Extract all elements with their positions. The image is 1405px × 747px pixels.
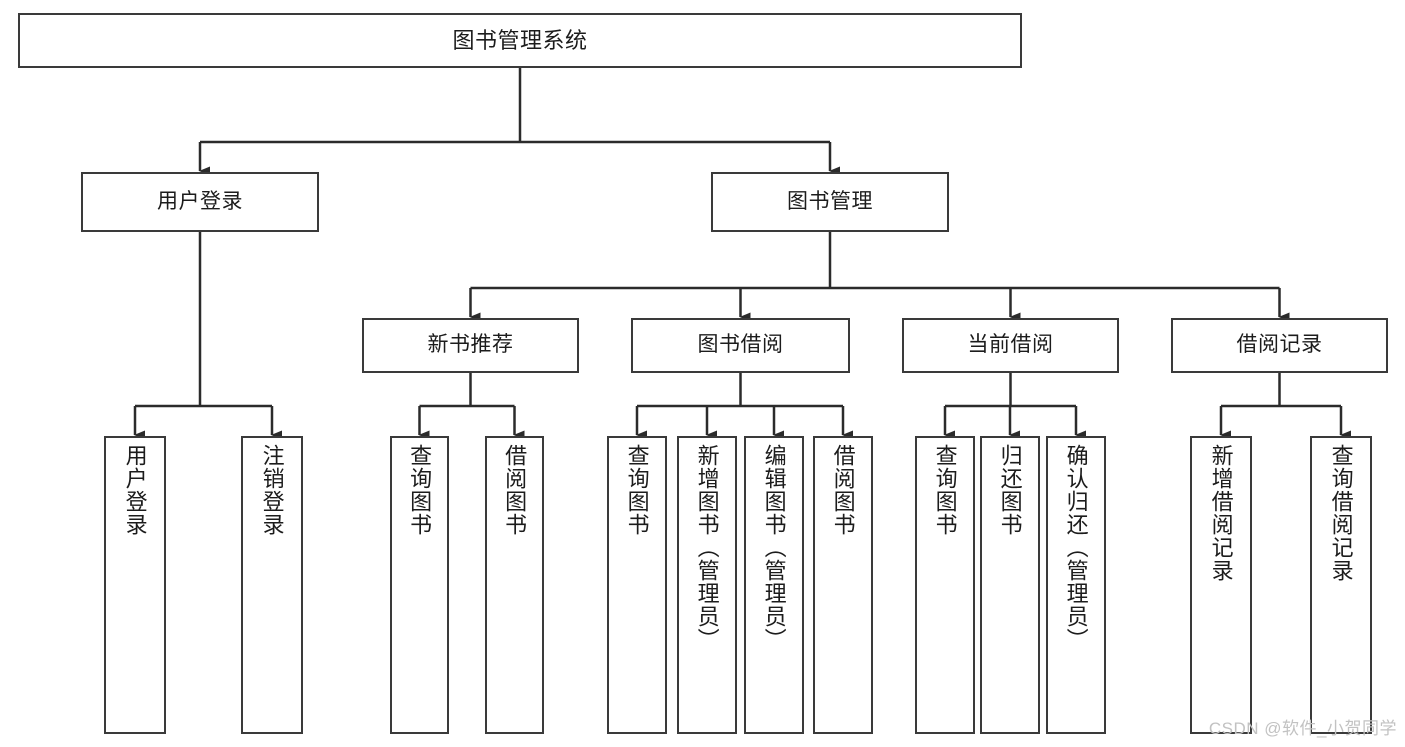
node-leaf-query-book-current[interactable]: 查询图书 — [915, 436, 975, 734]
node-leaf-add-book-admin[interactable]: 新增图书（管理员） — [677, 436, 737, 734]
node-label: 用户登录 — [122, 444, 148, 536]
node-user-login[interactable]: 用户登录 — [81, 172, 319, 232]
node-label: 借阅图书 — [502, 444, 528, 536]
node-leaf-confirm-return[interactable]: 确认归还（管理员） — [1046, 436, 1106, 734]
node-label: 用户登录 — [157, 189, 243, 213]
node-label: 编辑图书（管理员） — [761, 444, 787, 651]
node-label: 注销登录 — [259, 444, 285, 536]
node-current-borrow[interactable]: 当前借阅 — [902, 318, 1119, 373]
node-label: 新增借阅记录 — [1208, 444, 1234, 582]
node-label: 新增图书（管理员） — [694, 444, 720, 651]
node-leaf-query-book-new[interactable]: 查询图书 — [390, 436, 449, 734]
node-leaf-query-borrow-record[interactable]: 查询借阅记录 — [1310, 436, 1372, 734]
csdn-watermark: CSDN @软件_小贺同学 — [1208, 719, 1397, 738]
node-book-borrow[interactable]: 图书借阅 — [631, 318, 850, 373]
node-label: 图书管理系统 — [452, 27, 588, 53]
node-label: 新书推荐 — [427, 333, 514, 357]
node-leaf-logout-login[interactable]: 注销登录 — [241, 436, 303, 734]
node-leaf-borrow-book-new[interactable]: 借阅图书 — [485, 436, 544, 734]
node-label: 查询图书 — [932, 444, 958, 536]
node-label: 图书借阅 — [697, 333, 784, 357]
node-borrow-record[interactable]: 借阅记录 — [1171, 318, 1388, 373]
node-label: 查询图书 — [624, 444, 650, 536]
node-label: 当前借阅 — [967, 333, 1054, 357]
node-book-management[interactable]: 图书管理 — [711, 172, 949, 232]
node-label: 查询借阅记录 — [1328, 444, 1354, 582]
node-leaf-user-login[interactable]: 用户登录 — [104, 436, 166, 734]
node-leaf-query-book-borrow[interactable]: 查询图书 — [607, 436, 667, 734]
node-leaf-add-borrow-record[interactable]: 新增借阅记录 — [1190, 436, 1252, 734]
node-leaf-return-book[interactable]: 归还图书 — [980, 436, 1040, 734]
node-root-system[interactable]: 图书管理系统 — [18, 13, 1022, 68]
node-label: 归还图书 — [997, 444, 1023, 536]
node-label: 查询图书 — [407, 444, 433, 536]
node-label: 借阅图书 — [830, 444, 856, 536]
node-label: 借阅记录 — [1236, 333, 1323, 357]
node-label: 确认归还（管理员） — [1063, 444, 1089, 651]
node-leaf-borrow-book[interactable]: 借阅图书 — [813, 436, 873, 734]
node-label: 图书管理 — [787, 189, 873, 213]
node-new-book-recommend[interactable]: 新书推荐 — [362, 318, 579, 373]
node-leaf-edit-book-admin[interactable]: 编辑图书（管理员） — [744, 436, 804, 734]
